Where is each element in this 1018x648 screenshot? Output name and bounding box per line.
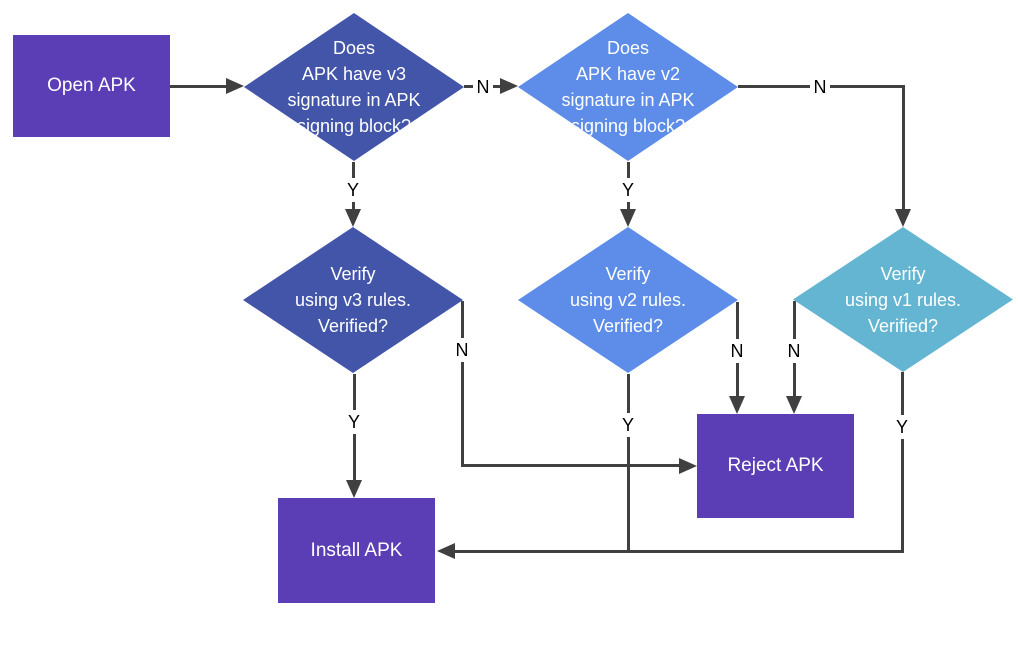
- edge-open-to-v3check-line: [170, 85, 228, 88]
- edge-label-v2check-yes: Y: [618, 178, 638, 202]
- node-v3-verify: Verify using v3 rules. Verified?: [243, 227, 463, 373]
- arrowhead-into-v1verify: [895, 209, 911, 227]
- node-v1-verify: Verify using v1 rules. Verified?: [793, 227, 1013, 372]
- node-v1-verify-label: Verify using v1 rules. Verified?: [844, 263, 962, 336]
- node-install-apk: Install APK: [278, 498, 435, 603]
- node-v2-signature-check: Does APK have v2 signature in APK signin…: [518, 13, 738, 161]
- arrowhead-into-v2check: [500, 78, 518, 94]
- arrowhead-into-v3check: [226, 78, 244, 94]
- node-reject-apk-label: Reject APK: [727, 455, 824, 476]
- arrowhead-into-v3verify: [345, 209, 361, 227]
- node-open-apk: Open APK: [13, 35, 170, 137]
- node-open-apk-label: Open APK: [47, 75, 136, 96]
- edge-label-v2verify-no: N: [727, 339, 747, 363]
- edge-label-v3check-yes: Y: [343, 178, 363, 202]
- arrowhead-into-install-top: [346, 480, 362, 498]
- edge-label-v1verify-no: N: [784, 339, 804, 363]
- edge-v2verify-yes-line: [627, 374, 630, 553]
- node-v3-signature-check: Does APK have v3 signature in APK signin…: [244, 13, 464, 161]
- node-v3-signature-check-label: Does APK have v3 signature in APK signin…: [287, 38, 421, 136]
- edge-label-v3verify-no: N: [452, 338, 472, 362]
- edge-label-v3verify-yes: Y: [344, 410, 364, 434]
- node-reject-apk: Reject APK: [697, 414, 854, 518]
- edge-v3verify-no-line-horizontal: [461, 464, 680, 467]
- arrowhead-into-install-right: [437, 543, 455, 559]
- node-v2-signature-check-label: Does APK have v2 signature in APK signin…: [561, 38, 695, 136]
- node-v2-verify-label: Verify using v2 rules. Verified?: [569, 264, 687, 336]
- edge-label-v2check-no: N: [810, 75, 830, 99]
- arrowhead-into-reject-left: [679, 458, 697, 474]
- edge-v1verify-yes-line-vertical: [901, 372, 904, 553]
- node-install-apk-label: Install APK: [310, 539, 403, 561]
- edge-label-v2verify-yes: Y: [618, 413, 638, 437]
- arrowhead-into-reject-top-2: [786, 396, 802, 414]
- arrowhead-into-v2verify: [620, 209, 636, 227]
- edge-v3verify-no-line-vertical: [461, 301, 464, 467]
- node-v2-verify: Verify using v2 rules. Verified?: [518, 227, 738, 373]
- edge-label-v3check-no: N: [473, 75, 493, 99]
- node-v3-verify-label: Verify using v3 rules. Verified?: [294, 264, 412, 336]
- edge-v2check-no-line-vertical: [902, 85, 905, 210]
- edge-label-v1verify-yes: Y: [892, 415, 912, 439]
- arrowhead-into-reject-top-1: [729, 396, 745, 414]
- edge-install-merge-line-horizontal: [455, 550, 904, 553]
